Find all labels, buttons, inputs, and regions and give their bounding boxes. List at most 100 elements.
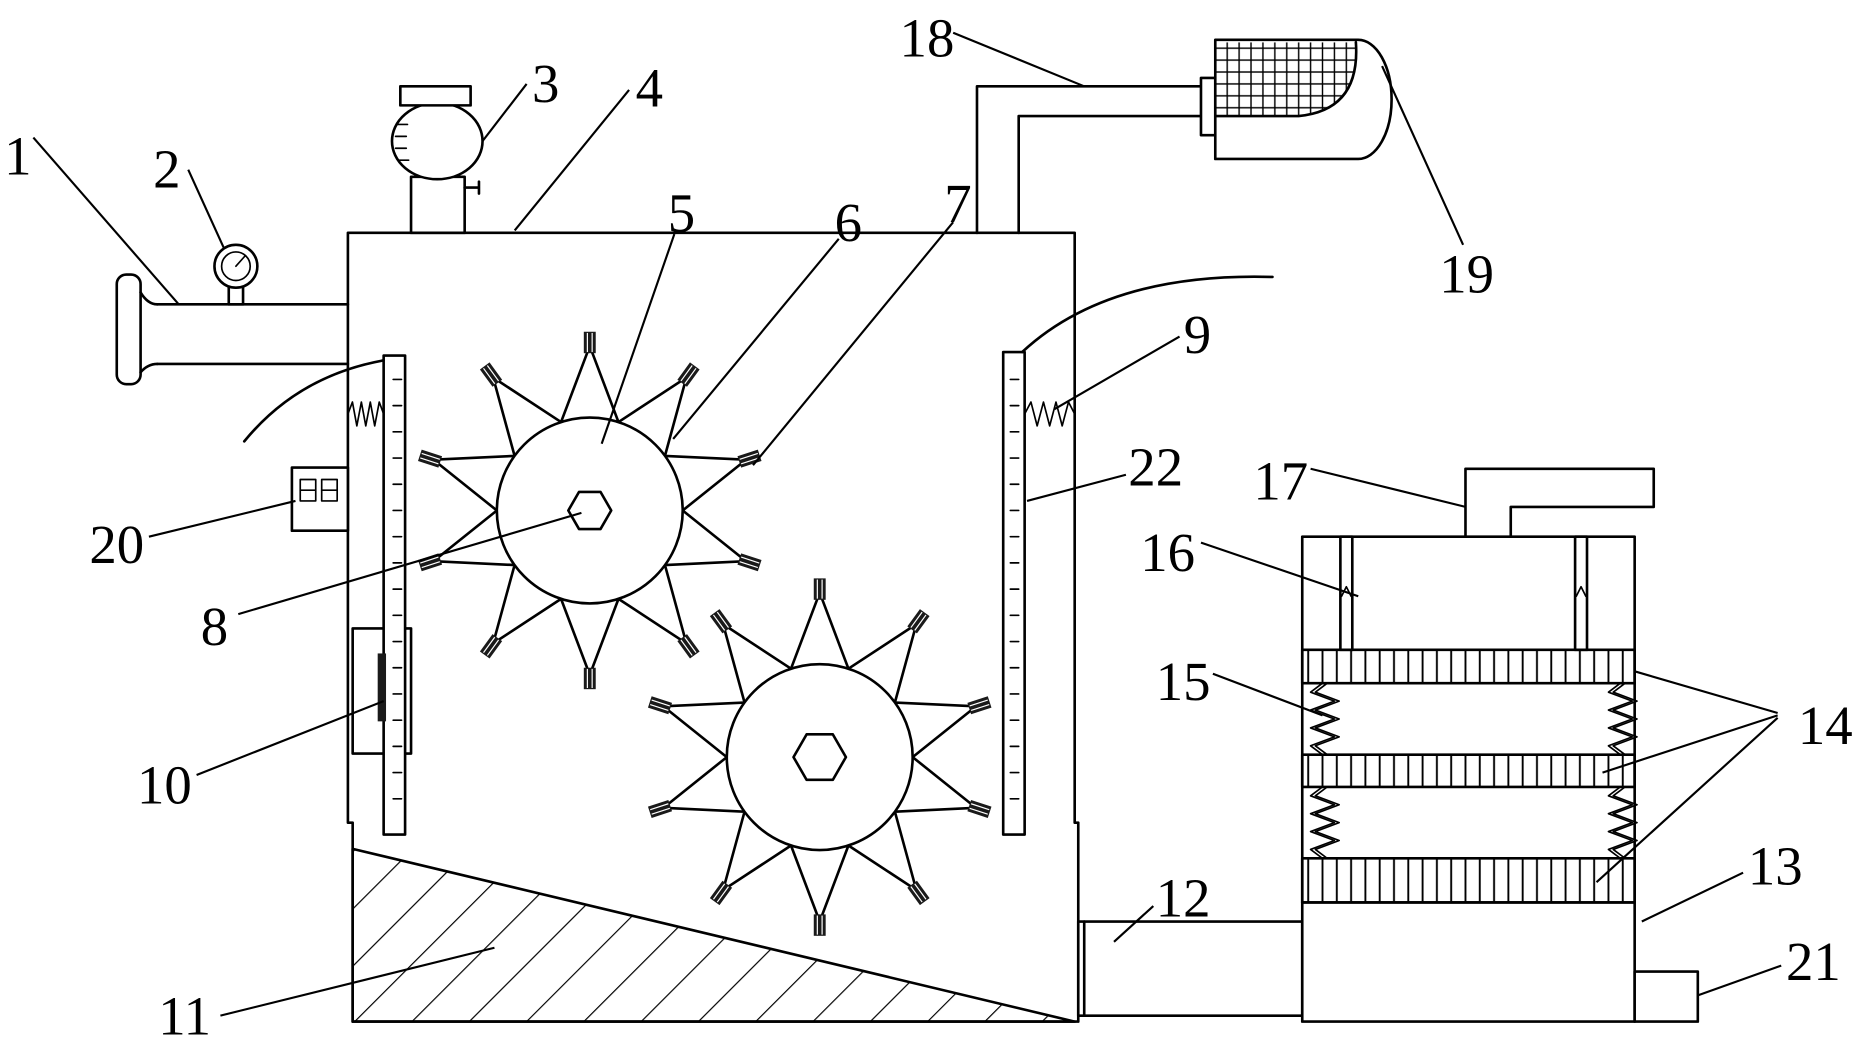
lower-rotor-brush [967,696,992,715]
callout-label-16: 16 [1140,522,1195,583]
upper-rotor-brush [677,362,700,387]
callout-label-22: 22 [1128,436,1183,497]
leader-line-18 [952,31,1085,88]
leader-line-3 [481,83,528,142]
leader-line-14b [1602,714,1778,774]
leader-line-10 [196,700,385,776]
fan-mesh-boundary [1213,40,1358,118]
leader-line-4 [513,89,630,232]
callout-labels: 1 2 3 4 5 6 7 8 9 10 11 12 13 14 15 16 1… [4,8,1853,1040]
leader-line-22 [1026,473,1127,502]
leader-line-9 [1053,335,1181,411]
leader-lines [32,31,1782,1017]
filter-spring [1309,786,1336,860]
upper-rotor-brush-bristle [684,367,697,385]
filter-spring-coil [1612,786,1638,860]
callout-label-4: 4 [636,58,663,119]
upper-rotor-brush [583,331,596,354]
inlet-flange [115,273,142,386]
lower-rotor-brush-bristle [712,883,726,900]
lower-rotor-brush-head [907,880,930,906]
lower-rotor-brush-bristle [914,883,927,900]
upper-rotor-brush [583,667,596,690]
lower-rotor-brush-head [709,880,733,906]
leader-line-14a [1634,670,1778,715]
tank-outline [346,231,1080,1023]
hopper-scale-marks [394,123,410,162]
inlet-pipe-body [155,303,350,366]
leader-line-19 [1381,65,1465,246]
leader-line-14c [1595,716,1779,883]
upper-rotor-brush-bristle [420,457,439,465]
upper-rotor-brush-head [479,362,503,387]
left-deflector-arc [242,359,385,443]
right-strip-ticks [1009,378,1020,800]
press-motor [1464,467,1656,538]
lower-rotor-brush-bristle [910,611,923,628]
upper-rotor-brush-bristle [486,365,500,382]
leader-line-2 [187,169,225,249]
exhaust-duct [975,85,1203,235]
hopper-neck [409,175,466,235]
upper-rotor-brush-bristle [420,556,439,564]
right-scraper-strip [1001,350,1026,836]
callout-label-9: 9 [1184,304,1211,365]
callout-label-17: 17 [1253,451,1308,512]
lower-rotor-brush [709,609,733,634]
filter-layer-top [1300,648,1636,685]
lower-rotor-brush-bristle [651,807,670,815]
leader-line-13 [1641,871,1744,923]
left-strip-ticks [392,378,403,800]
lower-rotor-brush [647,696,673,715]
lower-crushing-rotor [647,578,992,936]
upper-rotor-brush [479,362,503,387]
leader-line-16 [1200,541,1359,598]
callout-label-6: 6 [835,192,862,253]
upper-rotor-hex-shaft [567,490,613,531]
leader-line-21 [1697,964,1782,997]
filter-spring [1309,682,1336,756]
leader-line-1 [32,136,180,306]
leader-line-12 [1113,905,1155,943]
callout-label-8: 8 [201,596,228,657]
upper-rotor-brush [737,449,762,468]
callout-label-12: 12 [1156,868,1211,929]
leader-line-6 [672,238,840,440]
lower-rotor-brush-bristle [970,703,990,712]
leader-line-8 [237,511,582,616]
lower-rotor-brush-bristle [651,699,670,707]
inlet-pipe [115,273,350,386]
lower-rotor-brush-bristle [970,803,990,811]
callout-label-21: 21 [1786,931,1841,992]
lower-rotor-brush-bristle [650,803,669,811]
leader-line-7 [752,221,954,466]
upper-rotor-brush-bristle [486,639,500,656]
callout-label-15: 15 [1156,651,1211,712]
left-buffer-spring [347,401,385,427]
pressure-gauge [213,243,259,306]
discharge-port [1633,970,1700,1023]
upper-rotor-brush [418,553,443,572]
filter-spring [1607,682,1634,756]
control-panel [290,466,350,533]
lower-rotor-brush-bristle [969,699,988,707]
lower-rotor-brush-head [907,609,930,634]
lower-rotor-brush [813,578,826,600]
lower-rotor-brush-head [813,578,826,600]
lower-rotor-brush [813,914,826,936]
upper-crushing-rotor [418,331,762,690]
filter-spring [1607,786,1634,860]
upper-rotor-brush-bristle [483,367,496,385]
callout-label-1: 1 [4,125,31,186]
leader-line-20 [148,499,296,538]
upper-rotor-brush [479,634,503,659]
filter-springs [1309,682,1638,860]
exhaust-duct-outer [975,85,1203,235]
callout-label-11: 11 [158,986,211,1040]
leader-line-17 [1310,467,1466,508]
upper-rotor-brush-bristle [740,457,760,465]
callout-label-20: 20 [89,514,144,575]
filter-box [1300,467,1700,1023]
upper-rotor-brush-bristle [684,636,697,653]
